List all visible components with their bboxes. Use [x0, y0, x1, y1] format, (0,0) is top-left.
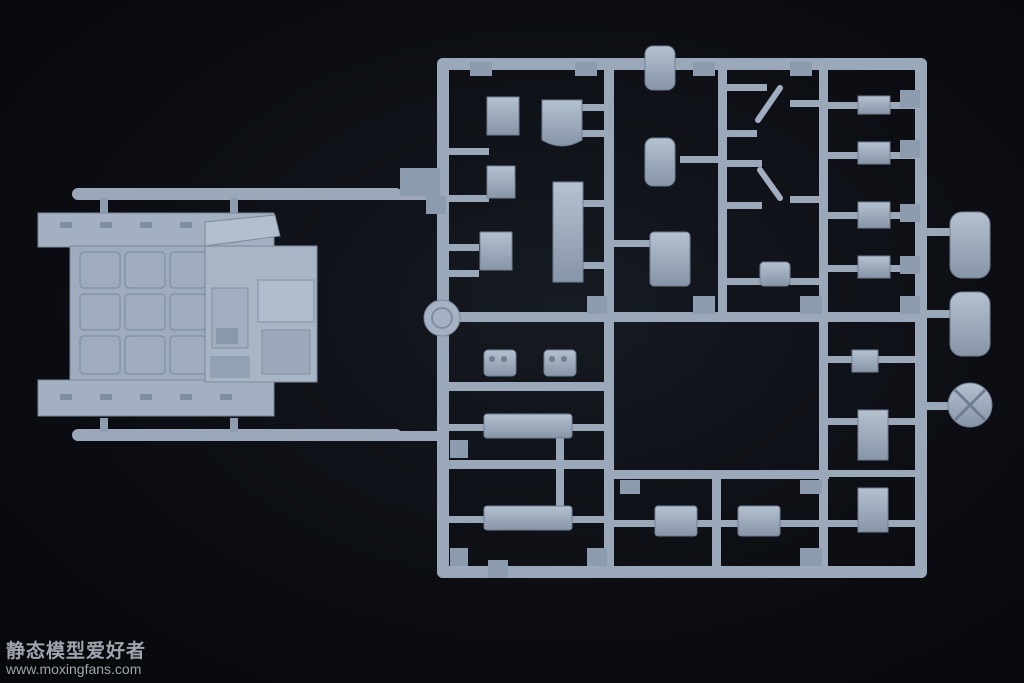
watermark: 静态模型爱好者 www.moxingfans.com	[6, 639, 147, 677]
hull-part	[37, 188, 440, 441]
sprue-frame	[400, 58, 952, 578]
watermark-site-name: 静态模型爱好者	[6, 639, 147, 662]
watermark-url: www.moxingfans.com	[6, 660, 142, 677]
sprue-parts	[479, 45, 993, 537]
